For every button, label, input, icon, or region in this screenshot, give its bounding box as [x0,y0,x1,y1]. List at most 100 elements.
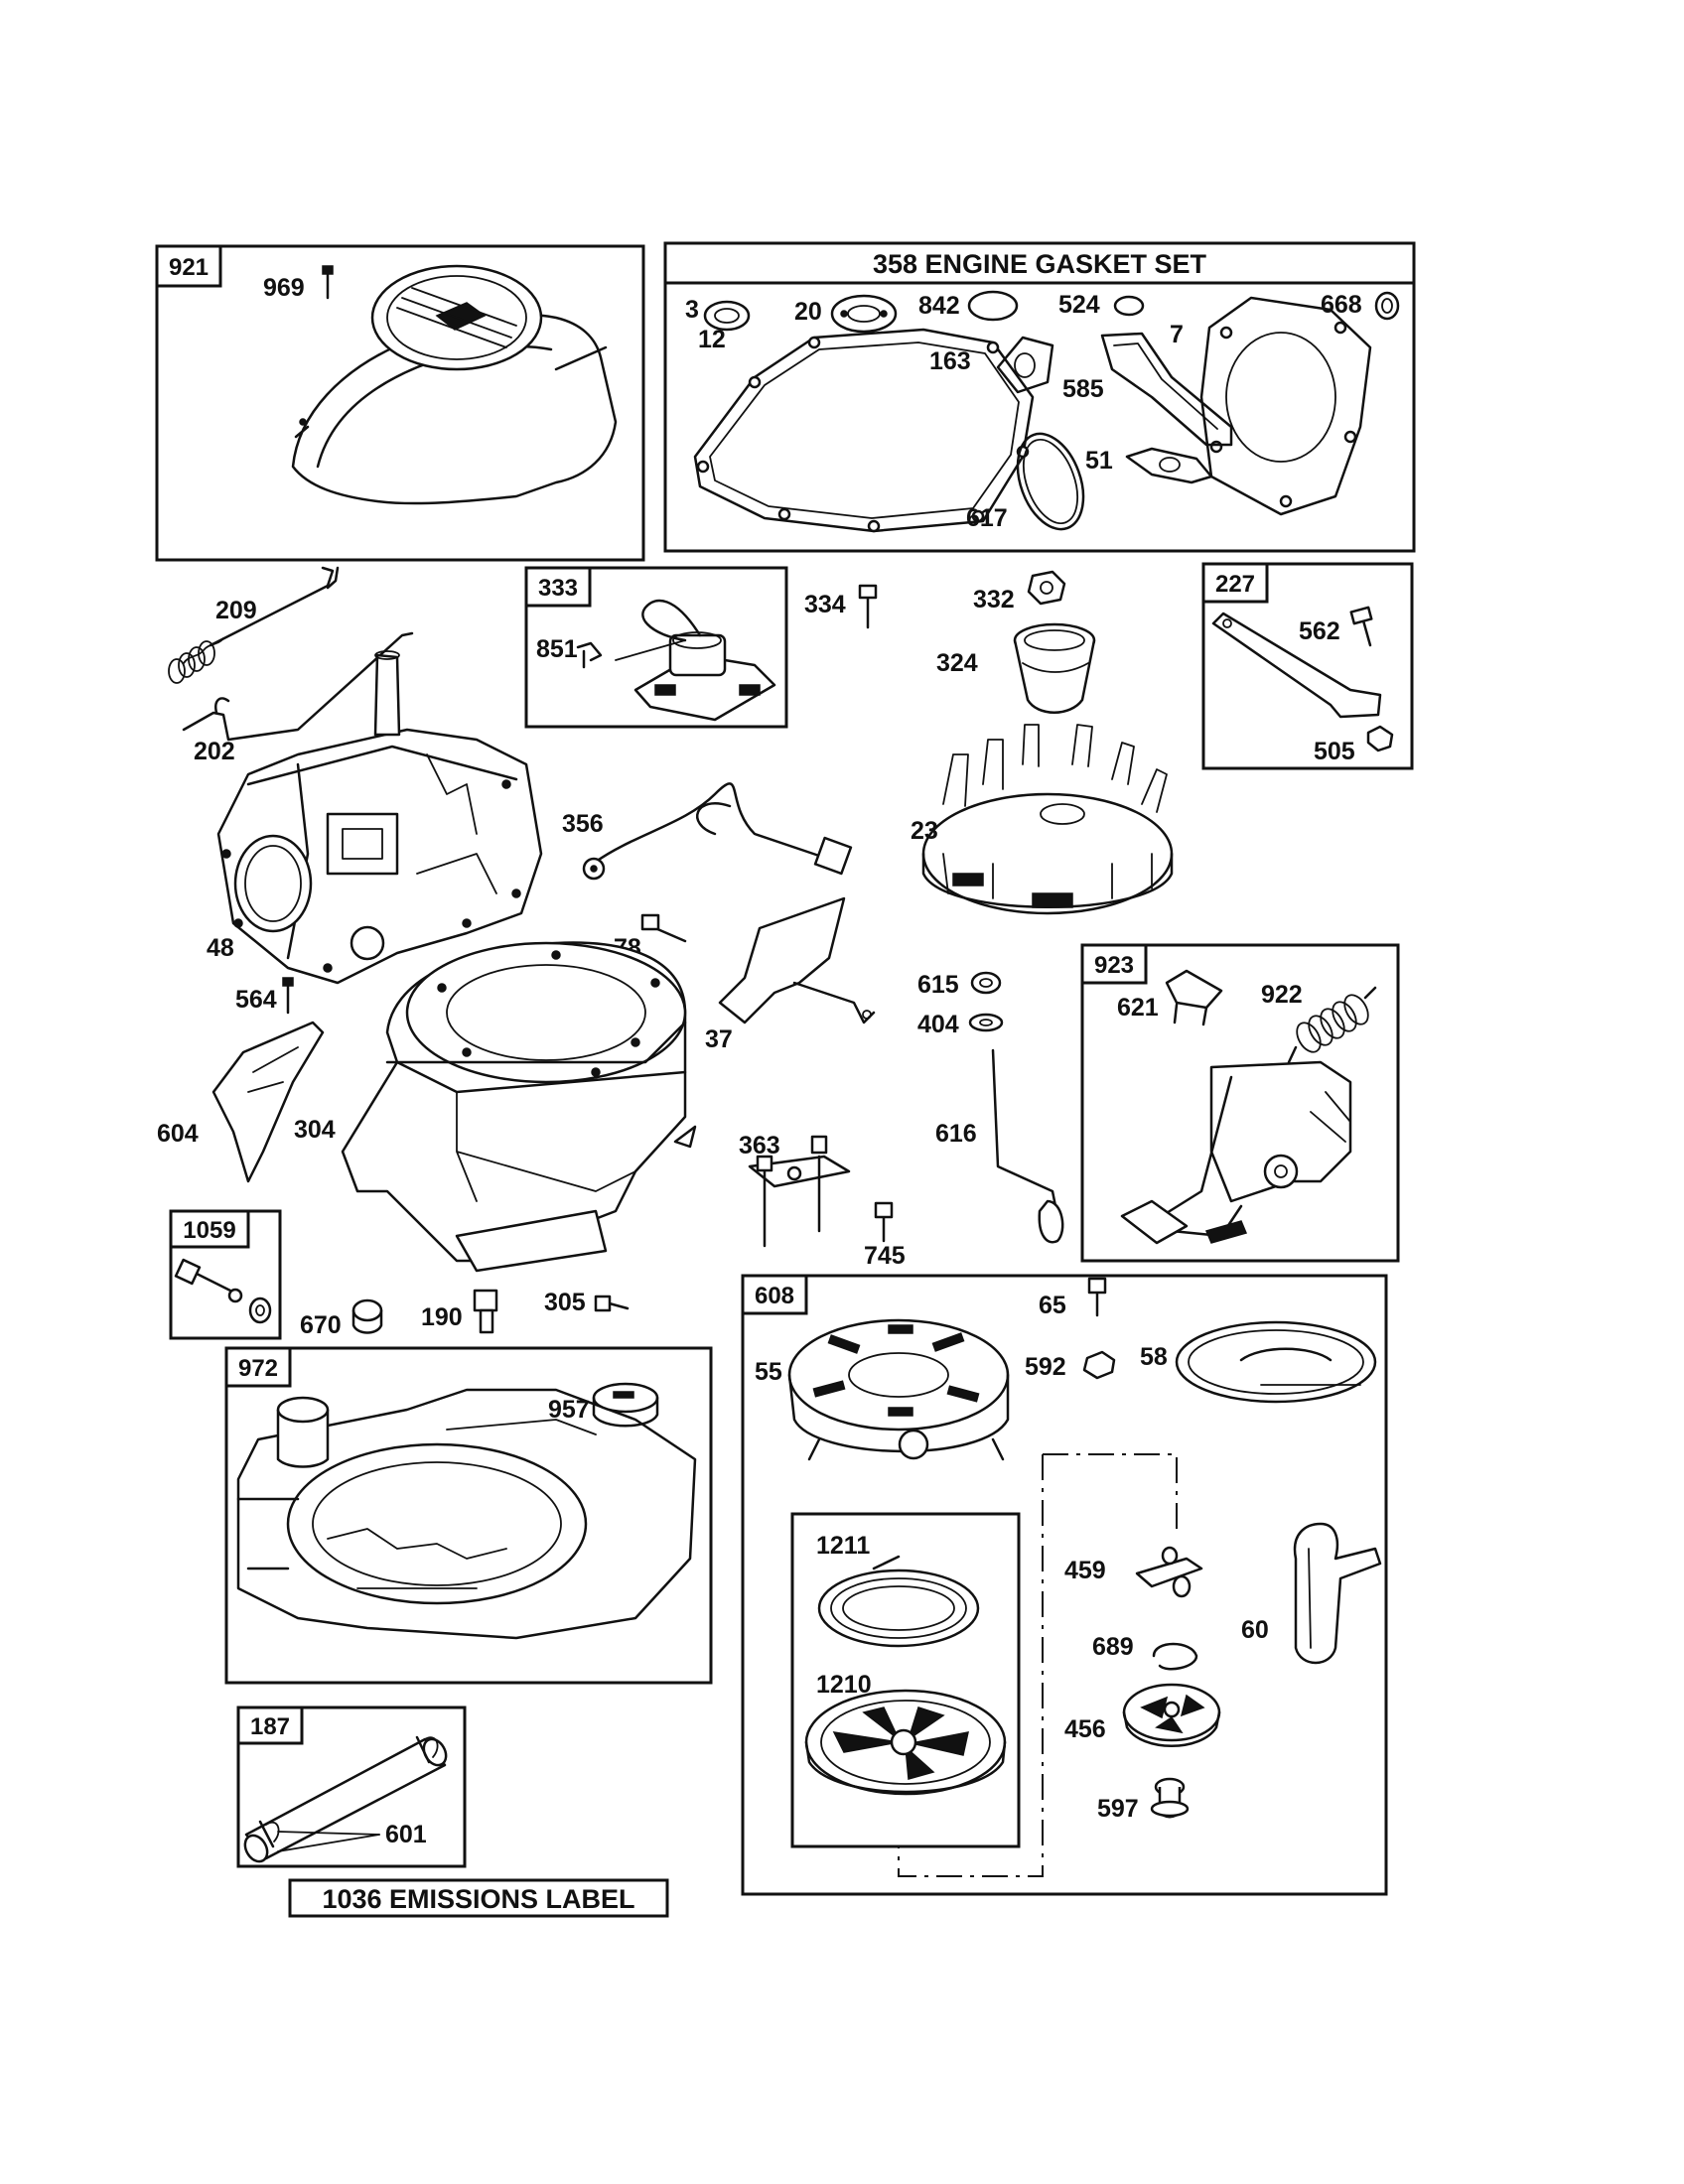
label-670: 670 [300,1311,342,1339]
label-456: 456 [1064,1715,1106,1743]
label-363: 363 [739,1132,780,1160]
rope-58-drawing [1175,1320,1377,1404]
label-65: 65 [1039,1292,1066,1319]
label-851: 851 [536,635,578,663]
label-190: 190 [421,1303,463,1331]
fitting-190-drawing [473,1289,498,1334]
screw-564-drawing [282,977,294,1015]
group-608: 608 55 65 592 [741,1274,1388,1896]
label-564: 564 [235,986,277,1014]
bracket-363-drawing [748,1135,851,1248]
label-202: 202 [194,738,235,765]
label-37: 37 [705,1025,733,1053]
label-459: 459 [1064,1557,1106,1584]
label-617: 617 [966,504,1008,532]
label-621: 621 [1117,994,1159,1022]
label-356: 356 [562,810,604,838]
group-358-gasket-set: 358 ENGINE GASKET SET 3 20 842 524 668 1… [663,241,1416,553]
group-923: 923 922 621 [1080,943,1400,1263]
group-label-187: 187 [250,1713,290,1740]
springs-links: 209 202 [168,566,414,765]
fuel-line-drawing [243,1735,448,1863]
label-305: 305 [544,1289,586,1316]
group-1059: 1059 [169,1209,282,1340]
label-209: 209 [215,597,257,624]
label-562: 562 [1299,617,1340,645]
label-304: 304 [294,1116,336,1144]
cup-324-drawing [1013,622,1096,714]
label-957: 957 [548,1396,590,1424]
label-604: 604 [157,1120,199,1148]
label-7: 7 [1170,321,1184,348]
label-404: 404 [917,1011,959,1038]
label-745: 745 [864,1242,906,1270]
screw-78-drawing [640,913,687,943]
wire-356-drawing [582,782,853,881]
baffle-37-drawing [718,896,876,1024]
label-12: 12 [698,326,726,353]
nut-615-drawing [970,971,1002,995]
label-616: 616 [935,1120,977,1148]
fuel-tank-drawing [236,1388,697,1640]
rod-616-drawing [991,1048,1064,1244]
label-163: 163 [929,347,971,375]
screw-562-drawing [1349,606,1373,647]
pulley-1210-drawing [804,1689,1007,1796]
blower-cover-drawing [291,264,618,505]
label-615: 615 [917,971,959,999]
screw-745-drawing [874,1201,894,1243]
group-label-1059: 1059 [183,1217,235,1244]
label-1211: 1211 [816,1532,870,1560]
label-20: 20 [794,298,822,326]
spacer-670-drawing [351,1298,383,1334]
pawl-459-drawing [1135,1546,1203,1598]
label-505: 505 [1314,738,1355,765]
label-585: 585 [1062,375,1104,403]
gasket-set-title: 358 ENGINE GASKET SET [873,249,1207,279]
label-58: 58 [1140,1343,1168,1371]
label-332: 332 [973,586,1015,614]
screw-65-drawing [1087,1277,1107,1317]
flywheel-23-drawing [921,724,1174,915]
washer-404-drawing [968,1013,1004,1032]
spring-922-drawing [1287,986,1377,1064]
armature-drawing [615,599,776,722]
group-972: 972 957 [224,1346,713,1685]
blower-housing-304-drawing [341,941,697,1273]
emissions-label-title: 1036 EMISSIONS LABEL [322,1884,634,1914]
label-1210: 1210 [816,1671,872,1699]
screw-969-drawing [322,265,334,300]
shroud-604-drawing [211,1021,325,1183]
label-922: 922 [1261,981,1303,1009]
label-524: 524 [1058,291,1100,319]
label-334: 334 [804,591,846,618]
label-597: 597 [1097,1795,1139,1823]
group-label-333: 333 [538,575,578,602]
group-label-608: 608 [755,1283,794,1309]
clip-621-drawing [1165,969,1223,1026]
control-bracket-drawing [1120,1060,1352,1245]
group-227: 227 562 505 [1201,562,1414,770]
screw-334-drawing [858,584,878,629]
label-55: 55 [755,1358,782,1386]
label-592: 592 [1025,1353,1066,1381]
screw-597-drawing [1150,1777,1190,1819]
label-324: 324 [936,649,978,677]
cap-957-drawing [592,1382,659,1428]
label-842: 842 [918,292,960,320]
emissions-label-box: 1036 EMISSIONS LABEL [288,1878,669,1918]
label-23: 23 [911,817,938,845]
group-333: 333 851 [524,566,788,729]
group-label-227: 227 [1215,571,1255,598]
spring-1211-drawing [817,1555,980,1648]
handle-60-drawing [1293,1522,1382,1665]
label-689: 689 [1092,1633,1134,1661]
screw-305-drawing [594,1295,630,1312]
group-187: 187 601 [236,1706,467,1868]
group-label-972: 972 [238,1355,278,1382]
label-60: 60 [1241,1616,1269,1644]
starter-housing-55-drawing [787,1318,1010,1461]
label-969: 969 [263,274,305,302]
group-921: 921 969 [155,244,645,562]
